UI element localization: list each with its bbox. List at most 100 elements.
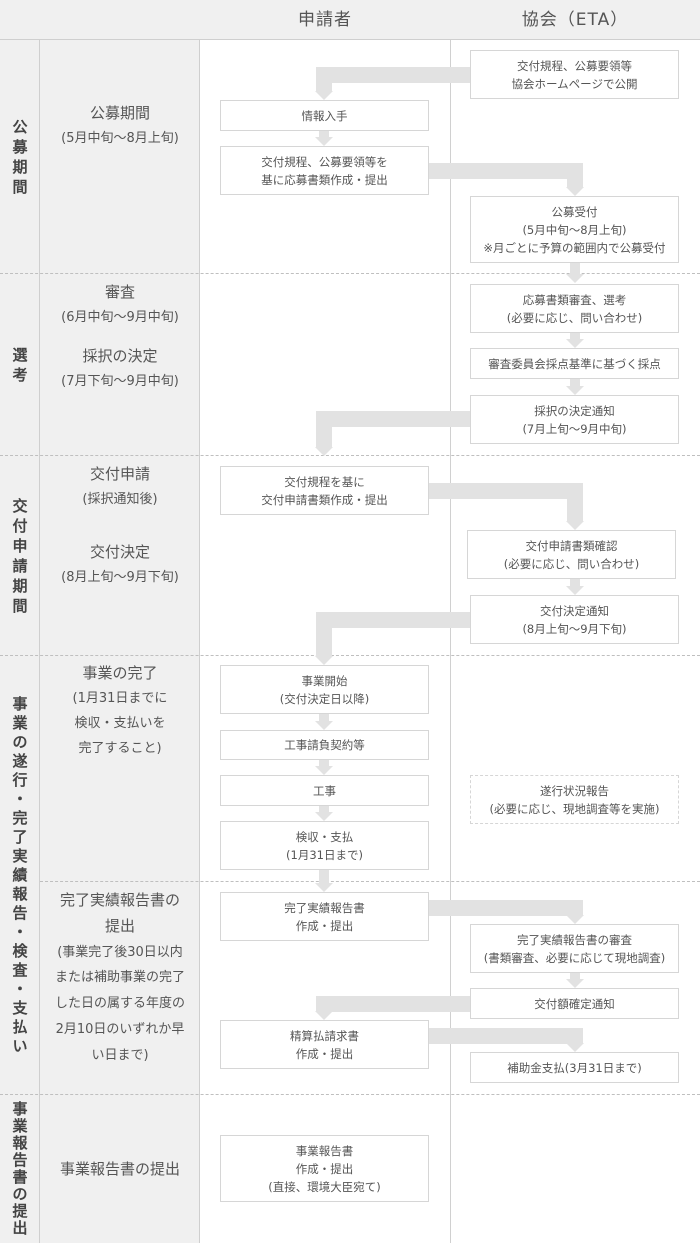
connector [429,163,583,179]
eta-column-header: 協会（ETA） [521,10,629,30]
period-jigyou-title: 事業報告書の提出 [59,1160,180,1178]
connector [429,900,583,916]
arrow-head [315,447,333,456]
box-progress-report: 遂行状況報告(必要に応じ、現地調査等を実施) [470,775,679,824]
box-amount-confirmation: 交付額確定通知 [470,988,679,1019]
period-koubo-sub: (5月中旬〜8月上旬) [61,131,179,146]
box-scoring: 審査委員会採点基準に基づく採点 [470,348,679,379]
period-koufu-kettei-title: 交付決定 [89,543,150,561]
connector [316,612,471,628]
box-info-acquired: 情報入手 [220,100,429,131]
applicant-column-header: 申請者 [298,10,352,30]
box-completion-report-review: 完了実績報告書の審査(書類審査、必要に応じて現地調査) [470,924,679,973]
box-grant-application-prepared: 交付規程を基に交付申請書類作成・提出 [220,466,429,515]
box-completion-report: 完了実績報告書作成・提出 [220,892,429,941]
phase-separator [0,1094,700,1095]
arrow-head [315,1011,333,1020]
period-jisseki-title1: 完了実績報告書の [59,891,180,909]
header-bar [0,0,700,40]
arrow-head [566,979,584,988]
period-jisseki-sub3: した日の属する年度の [54,996,185,1011]
connector [316,996,471,1012]
period-shinsa-title: 審査 [104,283,135,301]
period-kanryou-sub2: 検収・支払いを [74,716,166,731]
period-koubo-title: 公募期間 [89,104,150,122]
box-application-prepared: 交付規程、公募要領等を基に応募書類作成・提出 [220,146,429,195]
connector [319,131,329,137]
arrow-head [566,187,584,196]
box-screening: 応募書類審査、選考(必要に応じ、問い合わせ) [470,284,679,333]
period-shinsa-sub: (6月中旬〜9月中旬) [61,310,179,325]
connector [319,870,329,883]
box-construction-contract: 工事請負契約等 [220,730,429,760]
connector [316,67,332,91]
box-grant-application-review: 交付申請書類確認(必要に応じ、問い合わせ) [467,530,676,579]
phase-separator [0,455,700,456]
arrow-head [566,274,584,283]
box-subsidy-payment: 補助金支払(3月31日まで) [470,1052,679,1083]
connector [316,67,471,83]
period-saitaku-title: 採択の決定 [82,347,158,365]
box-settlement-request: 精算払請求書作成・提出 [220,1020,429,1069]
arrow-head [315,91,333,100]
connector [567,1028,583,1043]
box-selection-notice: 採択の決定通知(7月上旬〜9月中旬) [470,395,679,444]
connector [316,411,332,447]
arrow-head [315,721,333,730]
period-jisseki-sub1: (事業完了後30日以内 [57,945,183,960]
box-guidelines-published: 交付規程、公募要領等協会ホームページで公開 [470,50,679,99]
connector [570,263,580,274]
phase-label-jigyou: 事業の遂行・完了実績報告・検査・支払い [12,694,28,1055]
arrow-head [315,656,333,665]
sub-phase-separator [40,881,700,882]
connector [570,579,580,586]
period-column [40,40,200,1243]
arrow-head [566,521,584,530]
arrow-head [566,386,584,395]
box-grant-decision-notice: 交付決定通知(8月上旬〜9月下旬) [470,595,679,644]
box-application-received: 公募受付(5月中旬〜8月上旬)※月ごとに予算の範囲内で公募受付 [470,196,679,263]
connector [567,900,583,915]
phase-separator [0,655,700,656]
arrow-head [315,766,333,775]
connector [570,379,580,386]
box-construction: 工事 [220,775,429,806]
phase-label-koufu: 交付申請期間 [12,496,28,615]
connector [567,163,583,187]
connector [567,483,583,521]
phase-column [0,40,40,1243]
box-inspection-payment: 検収・支払(1月31日まで) [220,821,429,870]
period-kanryou-sub1: (1月31日までに [72,691,168,706]
arrow-head [566,1043,584,1052]
phase-label-koubo: 公募期間 [12,117,28,196]
connector [319,760,329,766]
arrow-head [315,812,333,821]
connector [316,996,332,1011]
connector [316,411,471,427]
period-jisseki-title2: 提出 [104,917,135,935]
phase-label-senkou: 選考 [12,345,28,384]
box-project-start: 事業開始(交付決定日以降) [220,665,429,714]
arrow-head [566,586,584,595]
arrow-head [566,339,584,348]
connector [316,612,332,656]
connector [570,973,580,979]
period-jisseki-sub5: い日まで) [91,1048,149,1063]
arrow-head [315,883,333,892]
connector [429,483,583,499]
period-koufu-shinsei-title: 交付申請 [89,465,150,483]
box-business-report: 事業報告書作成・提出(直接、環境大臣宛て) [220,1135,429,1202]
lane-divider [450,40,451,1243]
period-koufu-shinsei-sub: (採択通知後) [82,492,158,507]
period-jisseki-sub2: または補助事業の完了 [54,970,185,985]
connector [319,806,329,812]
connector [570,333,580,339]
phase-label-hokoku: 事業報告書の提出 [12,1100,28,1237]
period-koufu-kettei-sub: (8月上旬〜9月下旬) [61,570,179,585]
period-saitaku-sub: (7月下旬〜9月中旬) [61,374,179,389]
phase-separator [0,273,700,274]
period-jisseki-sub4: 2月10日のいずれか早 [55,1022,185,1037]
arrow-head [566,915,584,924]
connector [429,1028,583,1044]
arrow-head [315,137,333,146]
